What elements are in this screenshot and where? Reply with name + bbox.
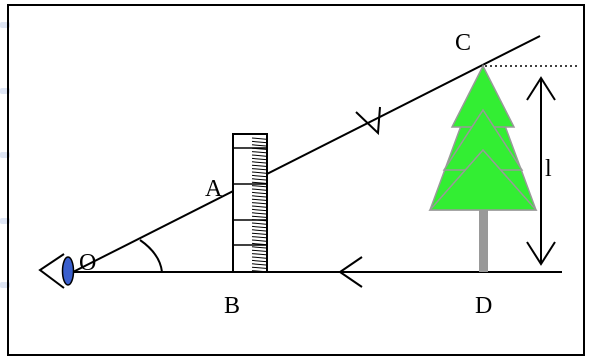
- ruler-tick: [251, 246, 267, 249]
- ruler-tick: [251, 242, 267, 246]
- edge-decoration: [0, 282, 10, 288]
- ruler-tick: [251, 270, 267, 273]
- ruler-tick: [251, 164, 267, 167]
- edge-decoration: [0, 152, 10, 158]
- label-o: O: [79, 250, 96, 276]
- diagram-frame: [7, 4, 585, 356]
- ruler-tick: [251, 171, 267, 174]
- sight-line: [72, 35, 541, 273]
- label-b: B: [224, 293, 240, 319]
- label-height-l: l: [545, 156, 552, 182]
- edge-decoration: [0, 22, 10, 28]
- ground-arrowhead: [338, 256, 363, 288]
- ruler-tick: [251, 202, 267, 205]
- ruler-tick: [251, 236, 267, 239]
- ruler-tick: [251, 222, 267, 225]
- ruler-tick: [251, 137, 267, 140]
- ruler-icon: [232, 133, 268, 273]
- height-arrow: [526, 76, 556, 266]
- ruler-tick: [251, 188, 267, 191]
- ruler-tick: [251, 168, 267, 171]
- ruler-tick: [251, 174, 267, 178]
- edge-decoration: [0, 88, 10, 94]
- ruler-tick: [251, 259, 267, 263]
- ruler-tick: [251, 198, 267, 201]
- ruler-tick: [251, 229, 267, 232]
- ruler-tick: [251, 205, 267, 208]
- label-c: C: [455, 30, 471, 56]
- ruler-tick: [251, 208, 267, 212]
- ruler-tick: [251, 263, 267, 266]
- ruler-tick: [251, 151, 267, 154]
- angle-arc: [139, 239, 163, 273]
- ruler-tick: [251, 266, 267, 269]
- ruler-tick: [251, 147, 267, 150]
- ruler-tick: [251, 154, 267, 157]
- tree-trunk: [479, 210, 488, 272]
- ruler-tick: [251, 232, 267, 235]
- ruler-tick: [251, 140, 267, 144]
- ruler-tick: [251, 178, 267, 181]
- ruler-tick: [251, 195, 267, 198]
- ruler-tick: [251, 239, 267, 242]
- ruler-tick: [251, 212, 267, 215]
- ruler-tick: [251, 181, 267, 184]
- sight-arrowhead: [355, 106, 381, 136]
- ruler-tick: [251, 144, 267, 147]
- ruler-tick: [251, 256, 267, 259]
- ruler-tick: [251, 253, 267, 256]
- edge-decoration: [0, 218, 10, 224]
- ruler-tick: [251, 157, 267, 161]
- ruler-tick: [251, 225, 267, 229]
- ruler-tick: [251, 191, 267, 195]
- tree-icon: [428, 63, 538, 272]
- ruler-tick: [251, 215, 267, 218]
- ruler-tick: [251, 161, 267, 164]
- ruler-tick: [251, 219, 267, 222]
- ruler-tick: [251, 185, 267, 188]
- label-d: D: [475, 293, 492, 319]
- eye-icon: [38, 253, 75, 289]
- ruler-tick: [251, 249, 267, 252]
- label-a: A: [205, 176, 223, 202]
